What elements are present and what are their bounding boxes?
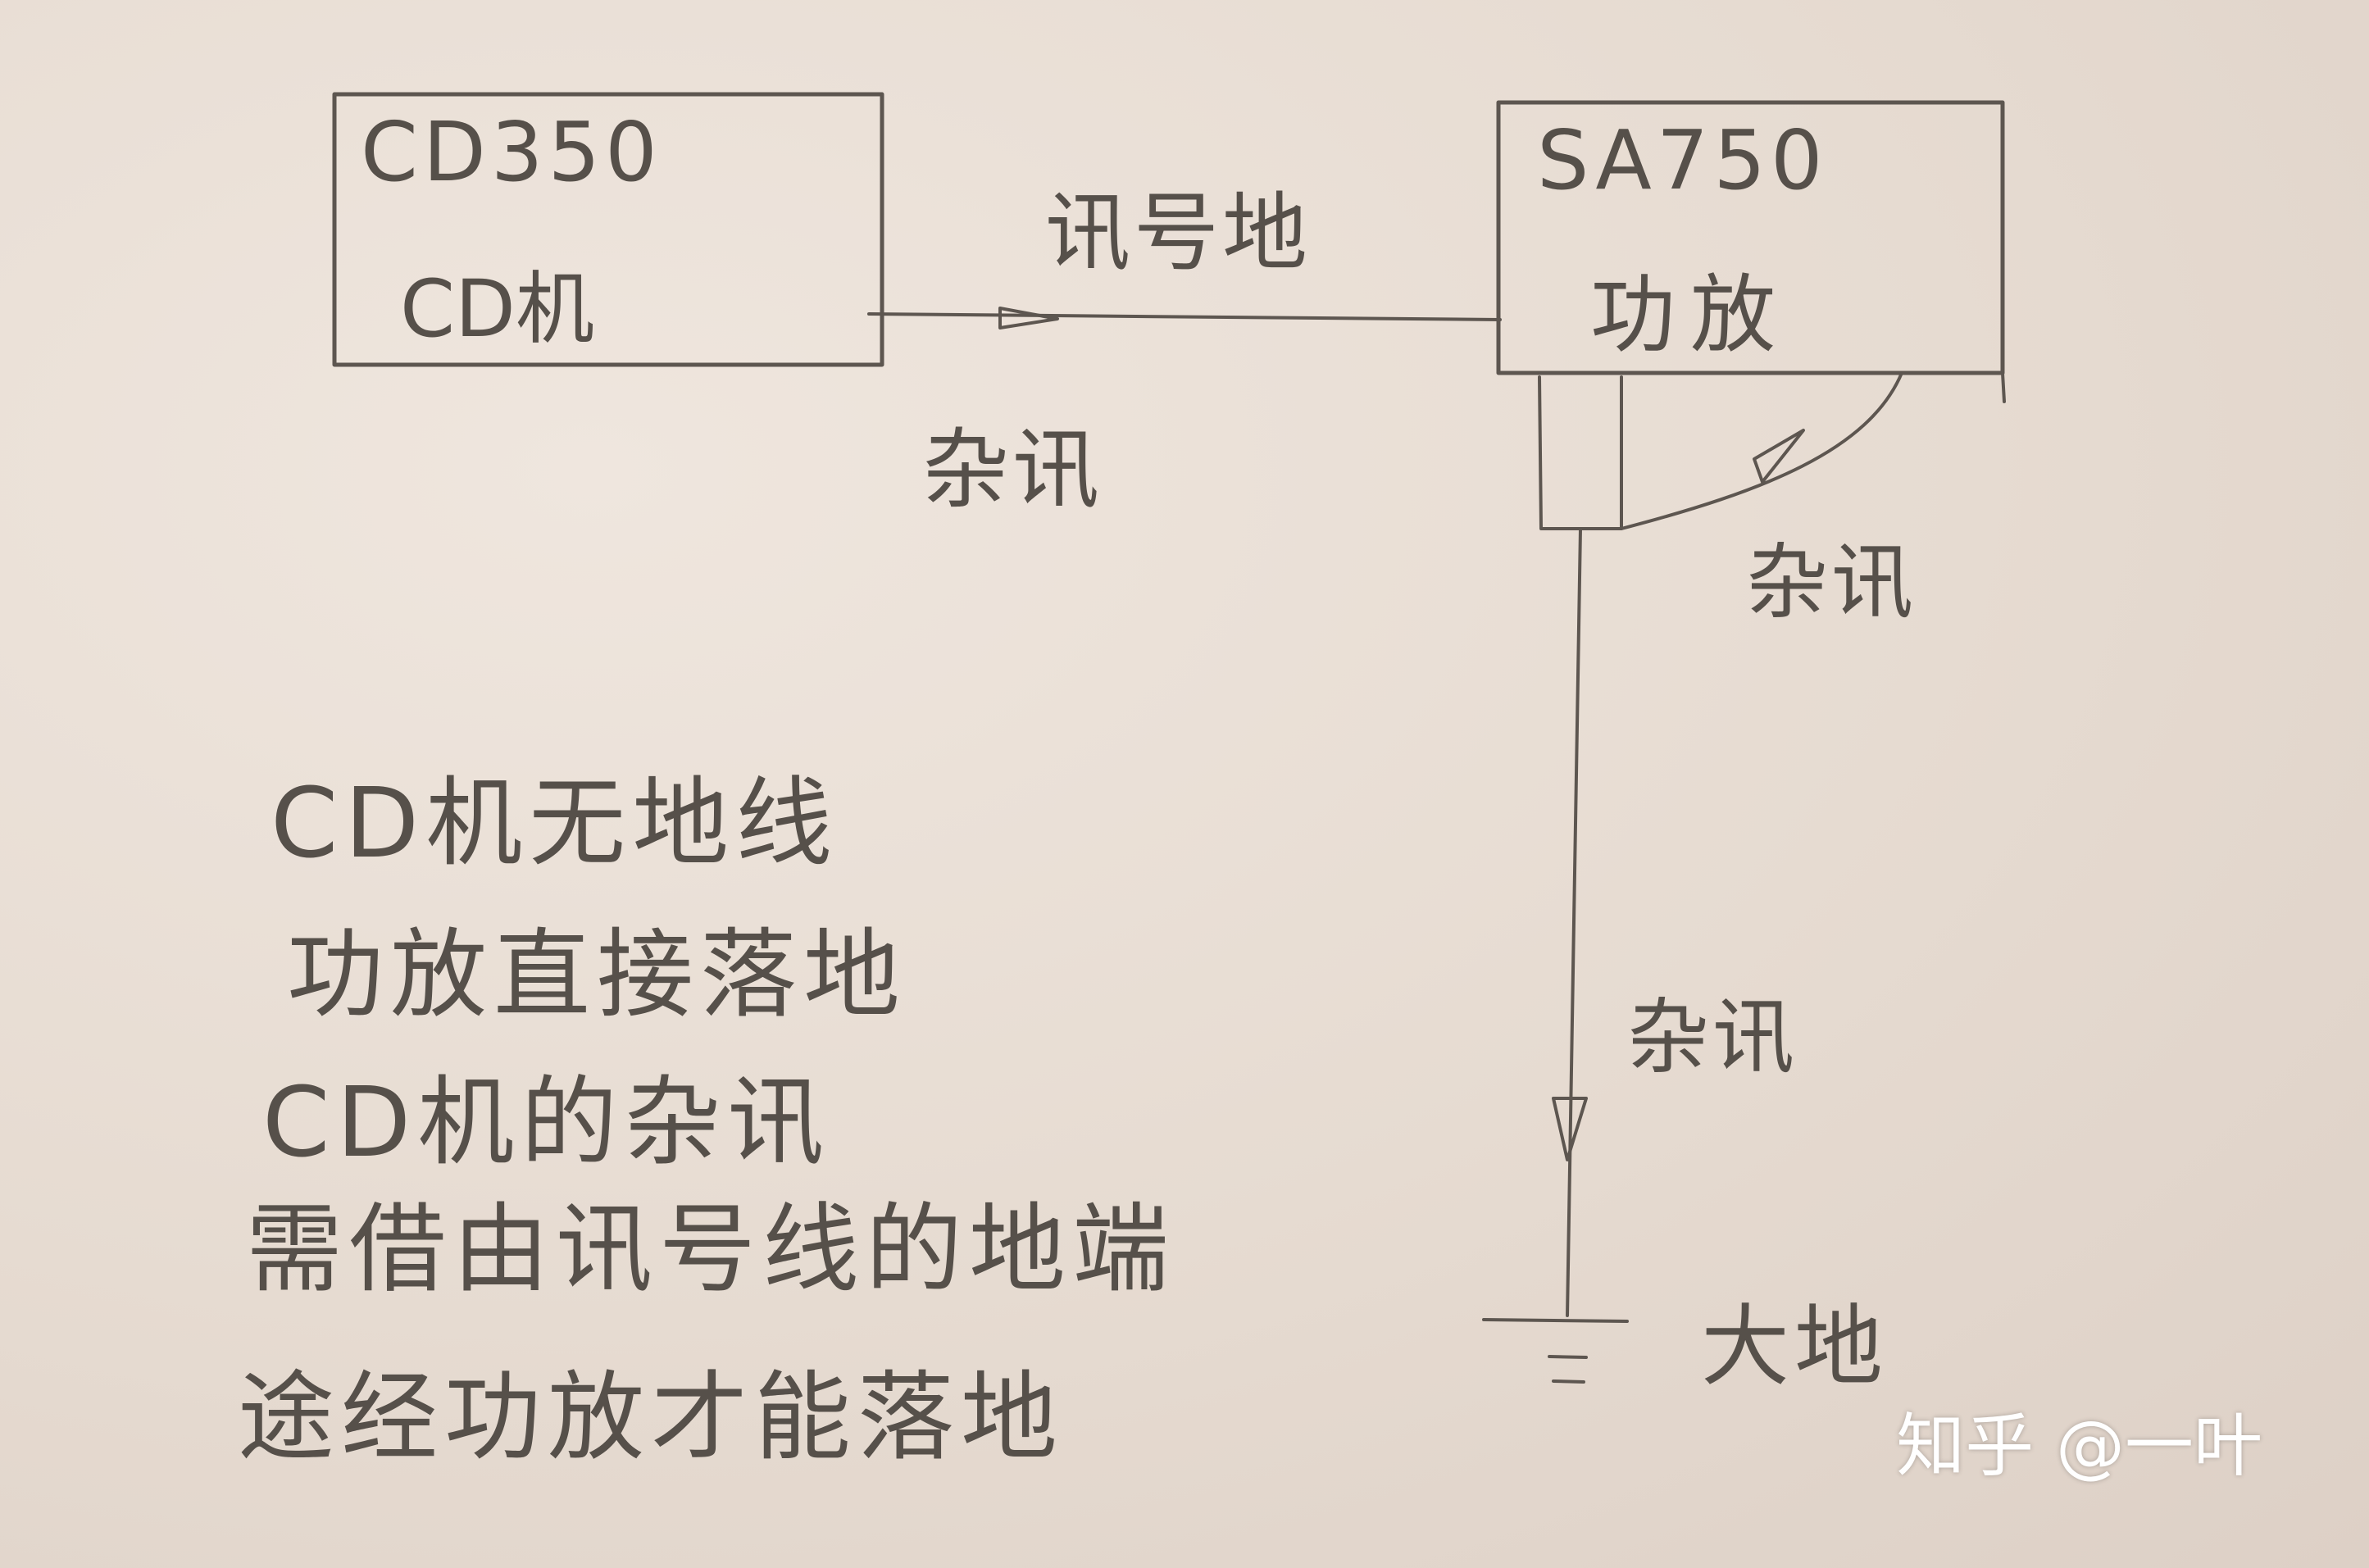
down-noise-label: 杂讯 (1627, 989, 1798, 1085)
amplifier-type: 功放 (1590, 265, 1790, 365)
cd-player-box: CD350 CD机 (332, 92, 884, 367)
signal-ground-label: 讯号地 (1045, 183, 1311, 283)
amplifier-model: SA750 (1537, 112, 1828, 208)
cd-noise-label: 杂讯 (922, 420, 1103, 520)
note-line-5: 途经功放才能落地 (238, 1361, 1064, 1474)
signal-wire-line (867, 312, 1502, 321)
amplifier-box: SA750 功放 (1496, 100, 2006, 403)
earth-symbol-line-3 (1552, 1379, 1585, 1384)
earth-symbol-line-1 (1482, 1318, 1629, 1323)
amplifier-box-outline (1496, 100, 2005, 375)
noise-return-arrow-icon (1753, 429, 1805, 484)
noise-return-curve (1620, 371, 1903, 530)
earth-arrow-icon (1552, 1097, 1588, 1161)
amp-noise-label: 杂讯 (1746, 534, 1917, 630)
zhihu-watermark: 知乎 @一叶 (1896, 1406, 2262, 1486)
cd-player-type: CD机 (400, 263, 594, 355)
earth-ground-icon: 大地 (1482, 1296, 1888, 1398)
note-line-2: 功放直接落地 (287, 918, 907, 1031)
note-line-3: CD机的杂讯 (262, 1066, 830, 1179)
signal-arrow-icon (998, 307, 1059, 330)
earth-wire-line (1566, 527, 1582, 1317)
earth-wire: 杂讯 (1552, 527, 1798, 1317)
signal-ground-wire: 讯号地 (867, 183, 1502, 330)
amplifier-ground-block: 杂讯 (1538, 371, 1917, 630)
note-line-1: CD机无地线 (271, 766, 839, 879)
earth-label: 大地 (1701, 1296, 1888, 1398)
cd-player-model: CD350 (361, 104, 662, 200)
notes-block: CD机无地线 功放直接落地 CD机的杂讯 需借由讯号线的地端 途经功放才能落地 (238, 766, 1175, 1474)
ground-block-outline (1538, 375, 1623, 530)
amplifier-box-foot (2001, 371, 2006, 403)
note-line-4: 需借由讯号线的地端 (246, 1193, 1175, 1306)
cd-player-box-outline (332, 92, 884, 367)
